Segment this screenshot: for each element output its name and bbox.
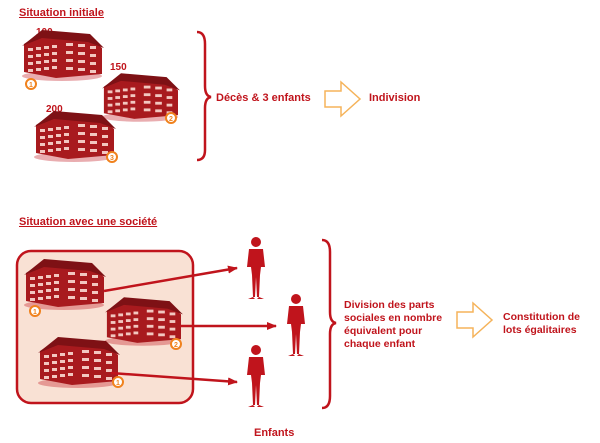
brace-icon — [321, 238, 337, 410]
svg-text:1: 1 — [116, 380, 120, 387]
lots-label: Constitution de lots égalitaires — [503, 311, 580, 336]
building-3 — [34, 111, 116, 162]
badge-icon: 2 — [170, 338, 182, 350]
building-6 — [38, 337, 120, 388]
building-4 — [24, 259, 106, 310]
indivision-label: Indivision — [369, 92, 421, 104]
svg-text:2: 2 — [174, 342, 178, 349]
badge-icon: 3 — [106, 151, 118, 163]
badge-icon: 2 — [165, 112, 177, 124]
building-1 — [22, 30, 104, 81]
event-label: Décès & 3 enfants — [216, 92, 311, 104]
share-arrow-1 — [103, 265, 238, 293]
building-value-2: 150 — [110, 62, 127, 73]
division-text: Division des parts sociales en nombre éq… — [344, 299, 443, 350]
building-5 — [105, 297, 183, 346]
svg-text:1: 1 — [29, 82, 33, 89]
svg-text:1: 1 — [33, 309, 37, 316]
badge-icon: 1 — [25, 78, 37, 90]
child-icon — [247, 345, 265, 407]
arrow-right-icon — [324, 80, 362, 118]
section-title-initial: Situation initiale — [19, 7, 104, 19]
child-icon — [287, 294, 305, 356]
badge-icon: 1 — [29, 305, 41, 317]
arrow-right-icon — [456, 301, 494, 339]
brace-icon — [196, 30, 212, 162]
svg-text:3: 3 — [110, 155, 114, 162]
building-value-3: 200 — [46, 104, 63, 115]
svg-text:2: 2 — [169, 116, 173, 123]
badge-icon: 1 — [112, 376, 124, 388]
section-title-company: Situation avec une société — [19, 216, 158, 228]
children-label: Enfants — [254, 427, 295, 439]
child-icon — [247, 237, 265, 299]
share-arrow-3 — [110, 371, 238, 386]
